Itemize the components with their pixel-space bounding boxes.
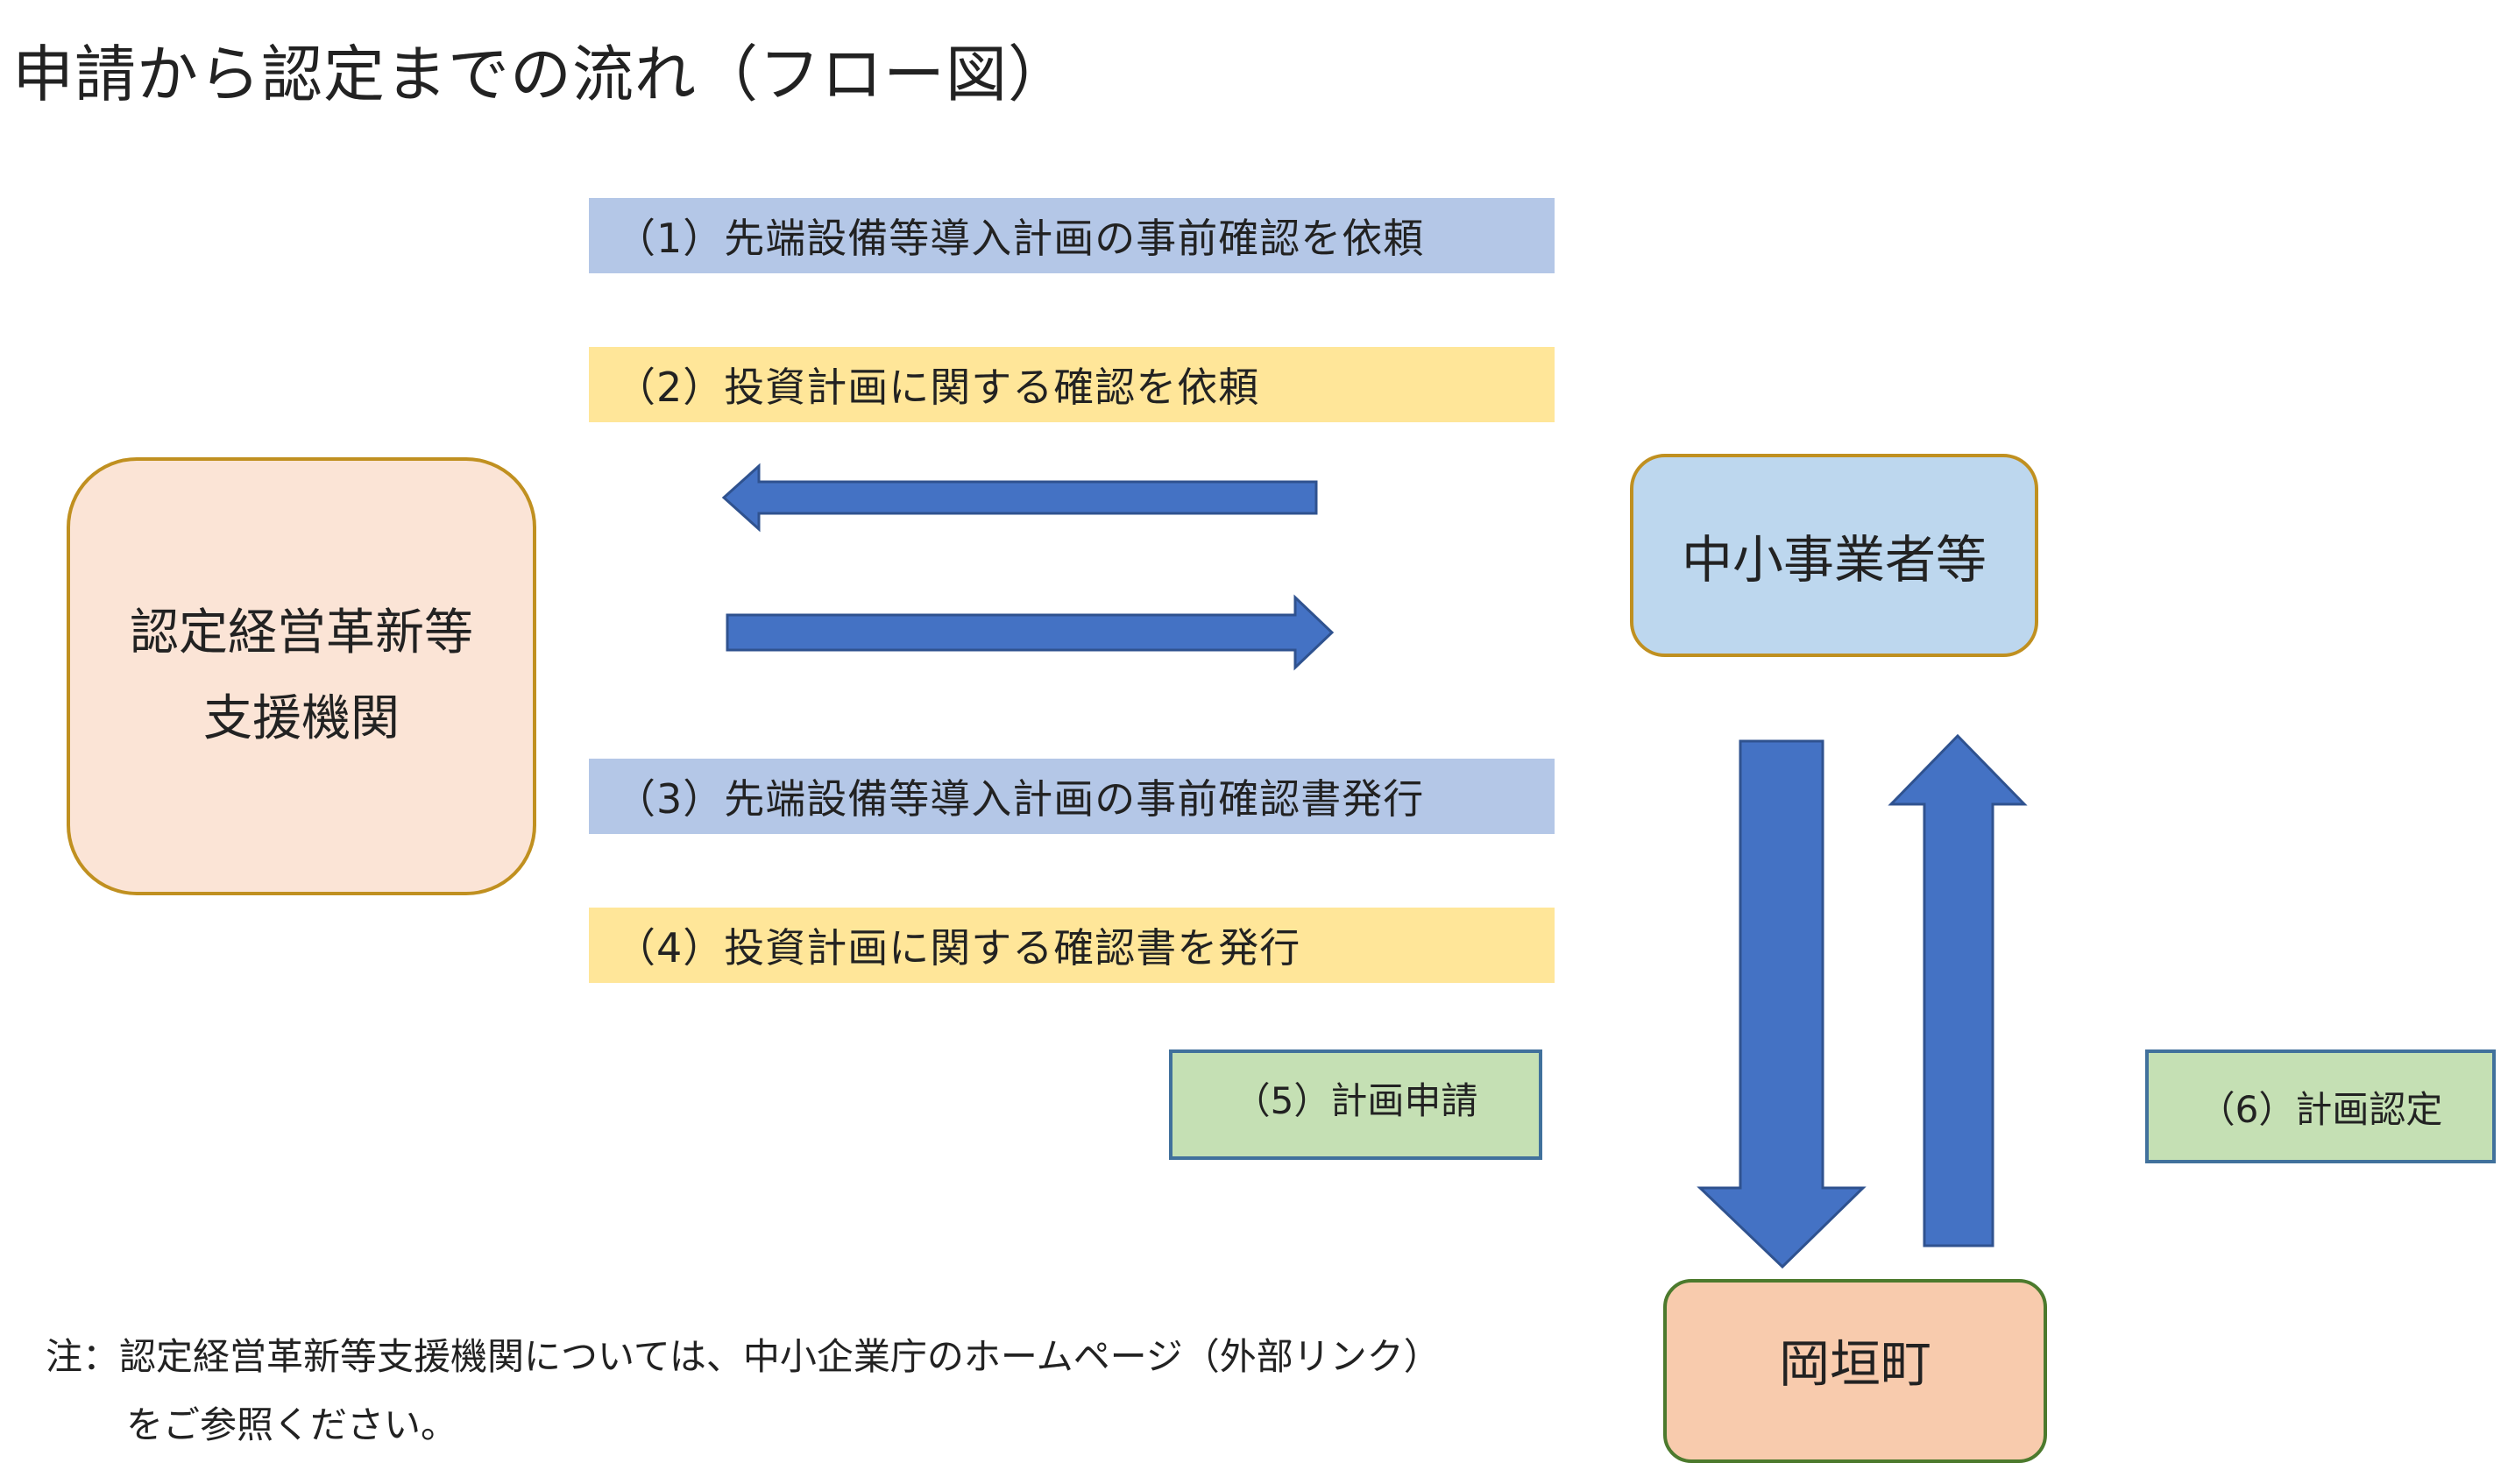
sme-label: 中小事業者等 [1681,530,1987,590]
arrow-right [726,594,1335,671]
support-agency-node: 認定経営革新等 支援機関 [67,457,536,895]
step-4-banner: （4）投資計画に関する確認書を発行 [589,908,1555,983]
plan-approval-text: （6）計画認定 [2198,1087,2443,1131]
plan-application-text: （5）計画申請 [1233,1078,1478,1122]
arrow-up [1888,733,2028,1247]
town-node: 岡垣町 [1663,1279,2047,1463]
sme-node: 中小事業者等 [1630,454,2038,657]
footnote: 注：認定経営革新等支援機関については、中小企業庁のホームページ（外部リンク） を… [46,1323,1441,1459]
step-2-banner: （2）投資計画に関する確認を依頼 [589,347,1555,422]
plan-approval-label: （6）計画認定 [2145,1049,2496,1163]
town-label: 岡垣町 [1778,1334,1931,1394]
support-agency-label-line2: 支援機関 [203,690,400,747]
arrow-down [1697,739,1867,1269]
page-title: 申請から認定までの流れ（フロー図） [12,39,1070,110]
step-3-banner: （3）先端設備等導入計画の事前確認書発行 [589,759,1555,834]
arrow-left [721,463,1318,533]
plan-application-label: （5）計画申請 [1169,1049,1542,1160]
support-agency-label-line1: 認定経営革新等 [130,604,473,661]
step-1-banner: （1）先端設備等導入計画の事前確認を依頼 [589,198,1555,273]
footnote-line1: 注：認定経営革新等支援機関については、中小企業庁のホームページ（外部リンク） [46,1335,1441,1378]
footnote-line2: をご参照ください。 [126,1403,458,1446]
